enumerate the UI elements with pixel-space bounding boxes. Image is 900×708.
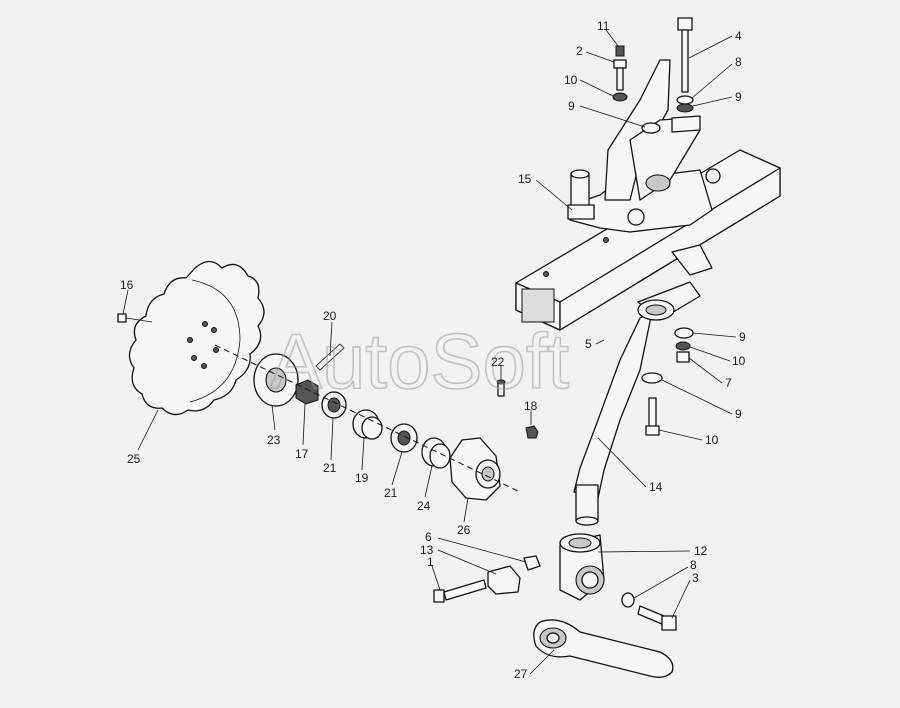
callout-label: 1	[427, 555, 434, 569]
callout-label: 9	[568, 99, 575, 113]
watermark-text: AutoSoft	[270, 317, 570, 405]
callout-label: 9	[739, 330, 746, 344]
callout-label: 8	[690, 558, 697, 572]
callout-labels: 11 2 10 9 4 8 9 15 16 20 5 9 10 7 22 9 1…	[120, 19, 746, 681]
callout-label: 16	[120, 278, 134, 292]
lower-strut	[573, 281, 701, 526]
callout-label: 13	[420, 543, 434, 557]
callout-label: 3	[692, 571, 699, 585]
callout-label: 25	[127, 452, 141, 466]
callout-label: 26	[457, 523, 471, 537]
callout-label: 8	[735, 55, 742, 69]
callout-label: 11	[597, 19, 610, 33]
callout-label: 10	[732, 354, 746, 368]
callout-label: 7	[725, 376, 732, 390]
callout-label: 27	[514, 667, 528, 681]
callout-label: 14	[649, 480, 663, 494]
top-fasteners	[612, 17, 701, 134]
callout-label: 5	[585, 337, 592, 351]
upper-bracket	[567, 59, 721, 276]
callout-label: 2	[576, 44, 583, 58]
callout-label: 20	[323, 309, 337, 323]
callout-label: 17	[295, 447, 309, 461]
callout-label: 21	[323, 461, 337, 475]
callout-label: 15	[518, 172, 532, 186]
callout-label: 21	[384, 486, 398, 500]
scraper-arm	[533, 619, 674, 678]
callout-label: 9	[735, 90, 742, 104]
callout-label: 6	[425, 530, 432, 544]
callout-label: 9	[735, 407, 742, 421]
callout-label: 18	[524, 399, 538, 413]
lower-fasteners	[641, 327, 694, 436]
disc-bolt	[117, 313, 153, 323]
lower-knuckle	[433, 533, 677, 631]
scalloped-disc	[128, 260, 265, 416]
callout-label: 23	[267, 433, 281, 447]
callout-label: 10	[705, 433, 719, 447]
callout-label: 12	[694, 544, 708, 558]
callout-label: 4	[735, 29, 742, 43]
callout-label: 22	[491, 355, 505, 369]
leader-lines	[122, 29, 737, 675]
callout-label: 24	[417, 499, 431, 513]
callout-label: 19	[355, 471, 369, 485]
callout-label: 10	[564, 73, 578, 87]
hub-components	[214, 343, 539, 501]
